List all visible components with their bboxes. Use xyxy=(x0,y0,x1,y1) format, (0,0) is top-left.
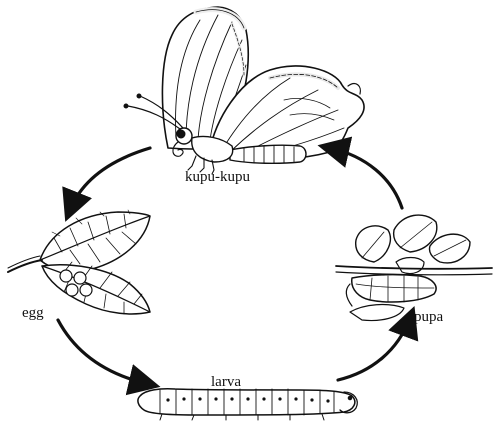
egg-leaves-illustration xyxy=(8,210,150,314)
label-adult: kupu-kupu xyxy=(185,170,250,185)
arrow-pupa-to-adult xyxy=(330,148,402,208)
label-egg: egg xyxy=(22,306,44,321)
arrow-adult-to-egg xyxy=(70,148,150,210)
arrow-egg-to-larva xyxy=(58,320,148,384)
arrow-larva-to-pupa xyxy=(338,318,410,380)
larva-illustration xyxy=(138,389,357,420)
butterfly-illustration xyxy=(124,7,364,174)
pupa-illustration xyxy=(336,215,492,320)
label-pupa: pupa xyxy=(414,310,443,325)
label-larva: larva xyxy=(211,375,241,390)
